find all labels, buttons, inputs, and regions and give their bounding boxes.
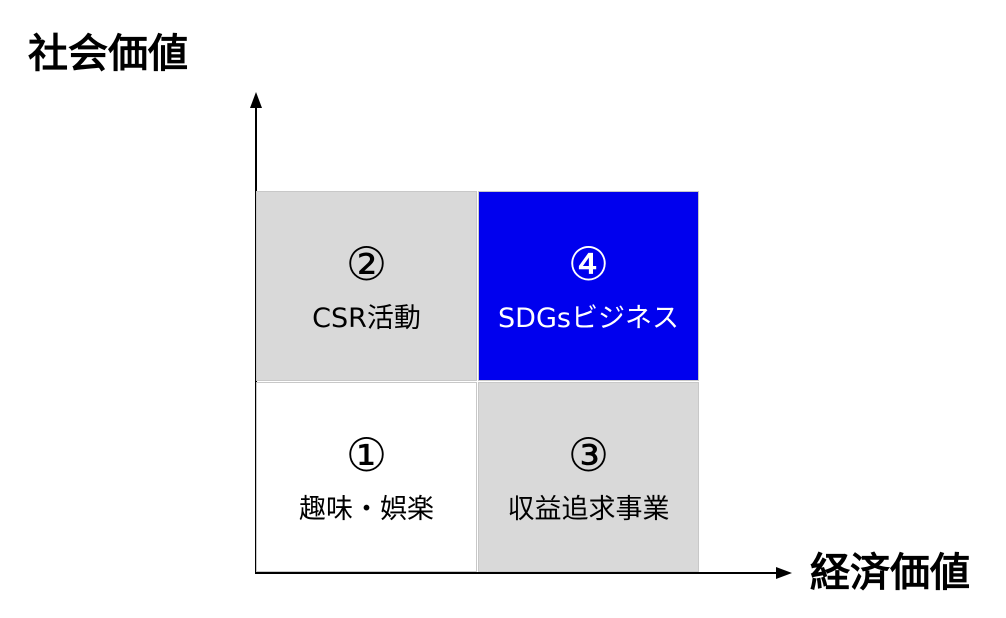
quadrant-1-number: ① [345, 427, 388, 482]
quadrant-2-number: ② [345, 236, 388, 291]
quadrant-2: ② CSR活動 [256, 191, 477, 381]
quadrant-3: ③ 収益追求事業 [478, 382, 699, 572]
quadrant-1-label: 趣味・娯楽 [299, 493, 434, 525]
quadrant-1: ① 趣味・娯楽 [256, 382, 477, 572]
x-axis-arrowhead [776, 567, 792, 579]
quadrant-2-label: CSR活動 [312, 302, 421, 334]
y-axis-label: 社会価値 [28, 31, 188, 77]
quadrant-4: ④ SDGsビジネス [478, 191, 699, 381]
y-axis-arrowhead [250, 92, 262, 108]
quadrant-3-number: ③ [567, 427, 610, 482]
quadrant-4-number: ④ [567, 236, 610, 291]
x-axis-label: 経済価値 [810, 550, 970, 596]
quadrant-3-label: 収益追求事業 [507, 493, 670, 525]
quadrant-4-label: SDGsビジネス [498, 302, 679, 334]
